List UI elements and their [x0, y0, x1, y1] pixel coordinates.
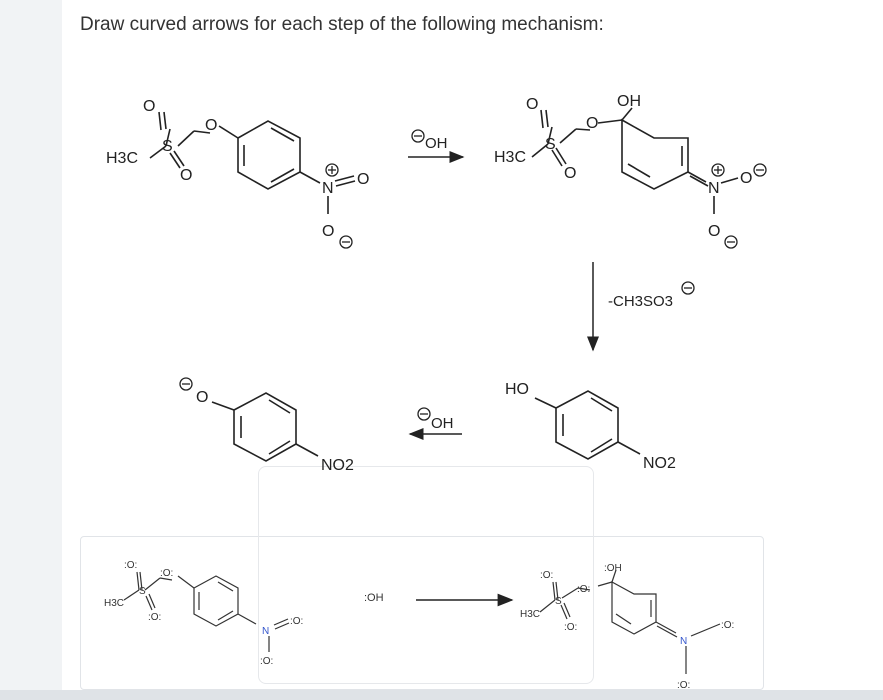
canvas-right-oxygen-link: :O: — [577, 584, 590, 595]
s2-oxygen-top: O — [526, 96, 538, 113]
s2-methyl-label: H3C — [494, 149, 526, 166]
canvas-right-nitro-oxygen-right: :O: — [721, 620, 734, 631]
structure-1-charges — [325, 163, 353, 249]
answer-drop-card[interactable] — [258, 466, 594, 684]
structure-4-charges — [179, 377, 193, 391]
s2-nitro-oxygen-right: O — [740, 170, 752, 187]
reaction-arrow-3: OH — [408, 407, 462, 440]
structure-1-aryl-mesylate-nitro — [149, 111, 356, 214]
canvas-left-methyl: H3C — [104, 598, 124, 609]
s2-oxygen-bottom: O — [564, 165, 576, 182]
s2-oxygen-link: O — [586, 115, 598, 132]
structure-1-labels: H3C S O O O N O O — [106, 98, 369, 240]
canvas-right-methyl: H3C — [520, 609, 540, 620]
arrow-3-reagent: OH — [431, 415, 454, 432]
canvas-left-labels: H3C S :O: :O: :O: N :O: :O: — [104, 560, 303, 667]
canvas-right-sulfur: S — [555, 596, 562, 607]
question-prompt: Draw curved arrows for each step of the … — [80, 14, 604, 35]
canvas-right-molecule[interactable] — [539, 569, 721, 674]
canvas-right-oxygen-bottom: :O: — [564, 622, 577, 633]
s3-nitro: NO2 — [643, 455, 676, 472]
s4-nitro: NO2 — [321, 457, 354, 474]
s2-nitrogen: N — [708, 180, 720, 197]
canvas-right-nitro-oxygen-bottom: :O: — [677, 680, 690, 691]
canvas-left-oxygen-top: :O: — [124, 560, 137, 571]
canvas-left-nitrogen: N — [262, 626, 269, 637]
canvas-left-oxygen-link: :O: — [160, 568, 173, 579]
s4-oxide: O — [196, 389, 208, 406]
canvas-right-oxygen-top: :O: — [540, 570, 553, 581]
canvas-right-labels: H3C S :O: :O: :O: :OH N :O: :O: — [520, 563, 734, 691]
structure-2-meisenheimer-complex — [531, 107, 739, 214]
canvas-right-hydroxyl: :OH — [604, 563, 622, 574]
s1-oxygen-top: O — [143, 98, 155, 115]
s1-oxygen-bottom: O — [180, 167, 192, 184]
canvas-hydroxide[interactable]: :OH — [364, 592, 384, 604]
canvas-left-nitro-oxygen-bottom: :O: — [260, 656, 273, 667]
structure-4-labels: O NO2 — [196, 389, 354, 474]
s1-nitrogen: N — [322, 180, 334, 197]
structure-2-labels: H3C S O O O OH N O O — [494, 93, 752, 240]
structure-2-charges — [711, 163, 767, 249]
arrow-2-leaving-group: -CH3SO3 — [608, 293, 673, 310]
canvas-left-oxygen-bottom: :O: — [148, 612, 161, 623]
structure-3-labels: HO NO2 — [505, 381, 676, 472]
structure-4-nitrophenoxide — [211, 392, 319, 462]
s1-oxygen-link: O — [205, 117, 217, 134]
s3-hydroxyl: HO — [505, 381, 529, 398]
canvas-left-molecule[interactable] — [123, 571, 290, 652]
left-gutter — [0, 0, 62, 700]
s2-sulfur-label: S — [545, 136, 556, 153]
s2-nitro-oxygen-bottom: O — [708, 223, 720, 240]
s2-hydroxyl: OH — [617, 93, 641, 110]
s1-nitro-oxygen-right: O — [357, 171, 369, 188]
canvas-hydroxide-label: :OH — [364, 592, 384, 604]
s1-sulfur-label: S — [162, 138, 173, 155]
s1-methyl-label: H3C — [106, 150, 138, 167]
canvas-left-sulfur: S — [139, 586, 146, 597]
canvas-left-nitro-oxygen-right: :O: — [290, 616, 303, 627]
s1-nitro-oxygen-bottom: O — [322, 223, 334, 240]
reaction-arrow-1: OH — [408, 129, 465, 163]
bottom-scroll-edge — [0, 690, 883, 700]
canvas-right-nitrogen: N — [680, 636, 687, 647]
reaction-arrow-2: -CH3SO3 — [587, 262, 695, 352]
structure-3-nitrophenol — [534, 390, 641, 460]
arrow-1-reagent: OH — [425, 135, 448, 152]
